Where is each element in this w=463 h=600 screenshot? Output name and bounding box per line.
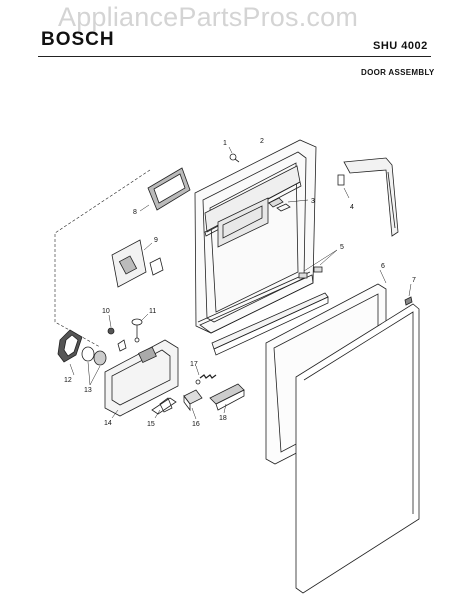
part-10-pin — [107, 327, 127, 352]
callout-4: 4 — [350, 204, 354, 211]
callout-18: 18 — [219, 415, 227, 422]
part-4-hinge-arm — [337, 157, 399, 237]
part-7-outer-panel — [295, 296, 420, 594]
part-2-inner-door — [194, 139, 317, 334]
part-1-screw — [229, 153, 240, 163]
part-17-spring — [195, 374, 217, 385]
callout-8: 8 — [133, 209, 137, 216]
part-16-microswitch — [183, 389, 203, 412]
brand-logo: BOSCH — [41, 29, 115, 50]
part-3-latch-clip — [268, 197, 291, 212]
callout-11: 11 — [149, 308, 156, 315]
callout-12: 12 — [64, 377, 72, 384]
model-number: SHU 4002 — [373, 40, 428, 52]
assembly-guide-dashed — [54, 169, 151, 348]
callout-3: 3 — [311, 198, 315, 205]
watermark-text: AppliancePartsPros.com — [58, 2, 359, 32]
part-12-switch-bezel — [57, 329, 83, 363]
callout-2: 2 — [260, 138, 264, 145]
part-8-seal-gasket — [147, 167, 191, 211]
callout-15: 15 — [147, 421, 155, 428]
callout-10: 10 — [102, 308, 110, 315]
part-11-knob — [131, 318, 143, 343]
part-18-latch-bracket — [209, 383, 245, 411]
part-14-control-housing — [104, 339, 179, 417]
callout-5: 5 — [340, 244, 344, 251]
callout-14: 14 — [104, 420, 112, 427]
callout-7: 7 — [412, 277, 416, 284]
callout-1: 1 — [223, 140, 227, 147]
callout-9: 9 — [154, 237, 158, 244]
section-title: DOOR ASSEMBLY — [361, 68, 435, 77]
callout-17: 17 — [190, 361, 198, 368]
part-13-rings — [81, 346, 107, 366]
part-9-dispenser-plate — [111, 239, 164, 288]
callout-13: 13 — [84, 387, 92, 394]
part-15-switch-lever — [151, 397, 177, 415]
header-divider — [38, 56, 431, 57]
part-5-trim-rail — [211, 266, 329, 356]
callout-16: 16 — [192, 421, 200, 428]
callout-6: 6 — [381, 263, 385, 270]
